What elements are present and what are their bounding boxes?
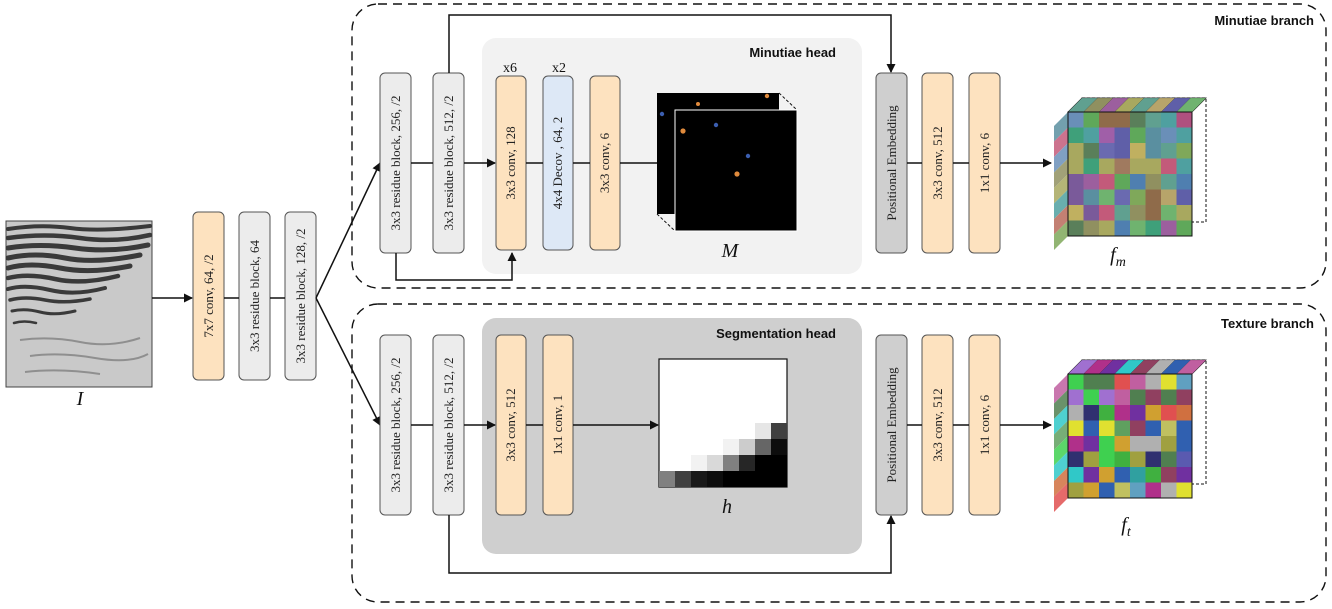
texture-skip-bottom bbox=[448, 515, 896, 574]
ft-symbol: ft bbox=[1121, 514, 1132, 540]
minutiae-label-residue512: 3x3 residue block, 512, /2 bbox=[441, 95, 456, 230]
texture-branch-frame bbox=[351, 303, 1327, 603]
minutiae-posemb-label: Positional Embedding bbox=[884, 105, 899, 221]
feature-cube-fm bbox=[1054, 97, 1207, 250]
minutiae-map-symbol: M bbox=[721, 240, 740, 262]
minutiae-conv512-label: 3x3 conv, 512 bbox=[930, 126, 945, 199]
minutiae-map-M bbox=[656, 92, 798, 232]
minutiae-skip-top bbox=[448, 14, 896, 73]
minutiae-head-label-conv128: 3x3 conv, 128 bbox=[503, 126, 518, 199]
segmentation-map-h bbox=[658, 358, 788, 488]
texture-label-residue256: 3x3 residue block, 256, /2 bbox=[388, 357, 403, 492]
repeat-x6: x6 bbox=[503, 61, 517, 76]
backbone-label-conv7x7: 7x7 conv, 64, /2 bbox=[201, 254, 216, 337]
segmentation-map-symbol: h bbox=[722, 496, 732, 518]
backbone-label-residue128: 3x3 residue block, 128, /2 bbox=[293, 228, 308, 363]
repeat-x2: x2 bbox=[552, 61, 566, 76]
texture-posemb-label: Positional Embedding bbox=[884, 367, 899, 483]
seg-head-label-conv1: 1x1 conv, 1 bbox=[550, 395, 565, 455]
seg-head-label-conv512: 3x3 conv, 512 bbox=[503, 388, 518, 461]
feature-cube-ft bbox=[1054, 359, 1207, 512]
fingerprint-input-image bbox=[5, 220, 153, 388]
backbone-label-residue64: 3x3 residue block, 64 bbox=[247, 240, 262, 352]
backbone-block-conv7x7 bbox=[192, 211, 225, 381]
minutiae-skip-bottom bbox=[395, 252, 517, 281]
texture-label-residue512: 3x3 residue block, 512, /2 bbox=[441, 357, 456, 492]
minutiae-branch-frame bbox=[351, 3, 1327, 289]
minutiae-branch-title: Minutiae branch bbox=[1214, 13, 1314, 28]
texture-branch-title: Texture branch bbox=[1221, 316, 1314, 331]
minutiae-head-label-conv6: 3x3 conv, 6 bbox=[597, 132, 612, 193]
fm-symbol: fm bbox=[1110, 244, 1126, 270]
minutiae-head-title: Minutiae head bbox=[749, 45, 836, 60]
backbone-block-residue64 bbox=[238, 211, 271, 381]
arrow-split-to-minutiae bbox=[315, 162, 381, 299]
texture-conv512-label: 3x3 conv, 512 bbox=[930, 388, 945, 461]
backbone-block-residue128 bbox=[284, 211, 317, 381]
segmentation-head-title: Segmentation head bbox=[716, 326, 836, 341]
arrow-split-to-texture bbox=[315, 297, 381, 426]
minutiae-head-label-decov: 4x4 Decov , 64, 2 bbox=[550, 117, 565, 209]
minutiae-conv6-out-label: 1x1 conv, 6 bbox=[977, 132, 992, 193]
texture-conv6-out-label: 1x1 conv, 6 bbox=[977, 394, 992, 455]
minutiae-label-residue256: 3x3 residue block, 256, /2 bbox=[388, 95, 403, 230]
input-symbol: I bbox=[76, 388, 85, 410]
